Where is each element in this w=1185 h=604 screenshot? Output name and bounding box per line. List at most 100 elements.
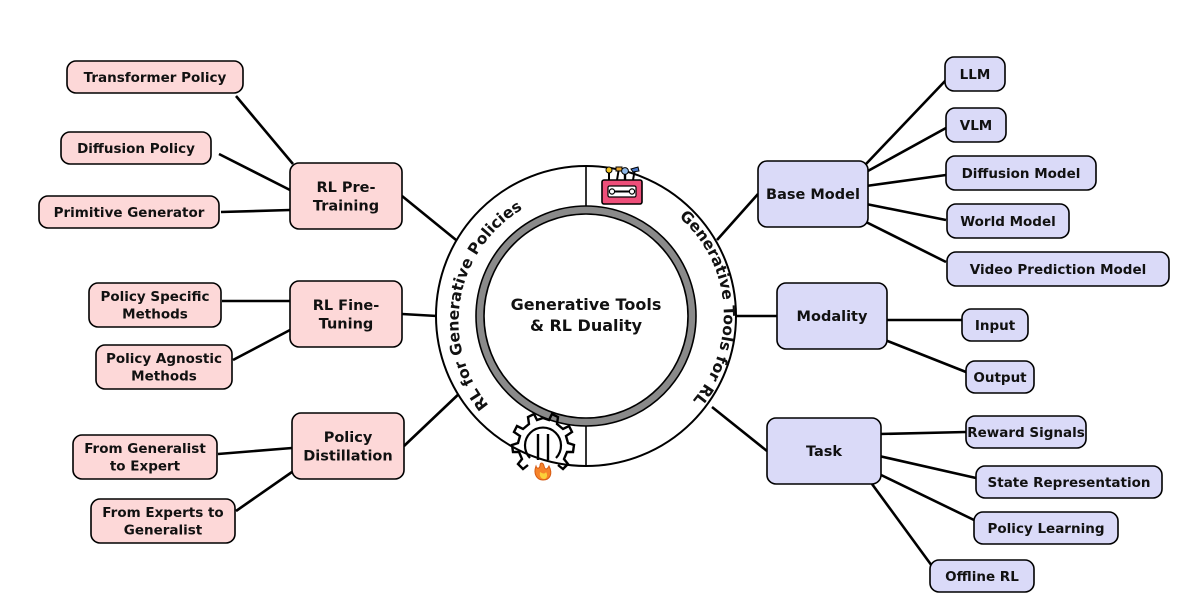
modality-label-line-1: Modality: [797, 309, 868, 325]
modality: Modality: [776, 282, 888, 350]
diffusion-model: Diffusion Model: [945, 155, 1097, 191]
vlm-box: [945, 107, 1007, 143]
output: Output: [965, 360, 1035, 394]
transformer-policy: Transformer Policy: [66, 60, 244, 94]
policy-specific-methods-box: [88, 282, 222, 328]
task: Task: [766, 417, 882, 485]
output-box: [965, 360, 1035, 394]
rl-finetuning-connector: [401, 312, 438, 318]
primitive-generator-box: [38, 195, 220, 229]
from-generalist-to-expert-box: [72, 434, 218, 480]
rl-finetuning-box: [289, 280, 403, 348]
center-title-line-2: & RL Duality: [530, 316, 643, 335]
diffusion-policy-box: [60, 131, 212, 165]
diffusion-model-box: [945, 155, 1097, 191]
primitive-generator-connector: [220, 208, 291, 214]
diffusion-model-label-line-1: Diffusion Model: [962, 166, 1081, 182]
rl-pretraining-connector: [401, 194, 462, 246]
rl-pretraining-label-line-1: RL Pre-: [316, 180, 375, 196]
offline-rl-label-line-1: Offline RL: [945, 569, 1019, 585]
offline-rl: Offline RL: [929, 559, 1035, 593]
rl-pretraining-box: [289, 162, 403, 230]
policy-agnostic-methods-label-line-1: Policy Agnostic: [106, 351, 222, 367]
video-prediction-model-box: [946, 251, 1170, 287]
offline-rl-connector: [870, 483, 934, 567]
transformer-policy-label-line-1: Transformer Policy: [84, 70, 227, 86]
inner-ring-inline: [483, 213, 689, 419]
policy-agnostic-methods-connector: [232, 328, 291, 362]
transformer-policy-box: [66, 60, 244, 94]
base-model-label-line-1: Base Model: [766, 187, 860, 203]
world-model: World Model: [946, 203, 1070, 239]
primitive-generator-label-line-1: Primitive Generator: [54, 205, 205, 221]
policy-specific-methods-label-line-1: Policy Specific: [100, 289, 209, 305]
from-experts-to-generalist-label-line-1: From Experts to: [102, 505, 223, 521]
video-prediction-model: Video Prediction Model: [946, 251, 1170, 287]
base-model: Base Model: [757, 160, 869, 228]
from-experts-to-generalist-label-line-2: Generalist: [124, 523, 203, 539]
diffusion-model-connector: [865, 173, 947, 188]
gear-flame-icon: [510, 412, 576, 481]
world-model-label-line-1: World Model: [960, 214, 1056, 230]
toolbox-icon: [601, 166, 643, 205]
modality-box: [776, 282, 888, 350]
policy-learning-box: [973, 511, 1119, 545]
task-box: [766, 417, 882, 485]
video-prediction-model-connector: [865, 220, 947, 264]
state-representation-connector: [878, 454, 977, 480]
from-generalist-to-expert-label-line-2: to Expert: [110, 459, 181, 475]
vlm-label-line-1: VLM: [960, 118, 992, 134]
rl-finetuning-label-line-2: Tuning: [319, 317, 374, 333]
diffusion-policy: Diffusion Policy: [60, 131, 212, 165]
connector-lines: [217, 79, 977, 567]
state-representation-box: [975, 465, 1163, 499]
vlm: VLM: [945, 107, 1007, 143]
diffusion-policy-connector: [218, 152, 291, 192]
input: Input: [961, 308, 1029, 342]
reward-signals-box: [965, 415, 1087, 449]
llm: LLM: [944, 56, 1006, 92]
llm-label-line-1: LLM: [960, 67, 991, 83]
state-representation-label-line-1: State Representation: [988, 475, 1151, 491]
output-connector: [884, 338, 967, 374]
reward-signals: Reward Signals: [965, 415, 1087, 449]
primitive-generator: Primitive Generator: [38, 195, 220, 229]
policy-distillation-label-line-2: Distillation: [303, 449, 392, 465]
policy-distillation-connector: [403, 389, 464, 447]
central-ring: Generative Tools & RL Duality RL for Gen…: [435, 165, 738, 467]
base-model-box: [757, 160, 869, 228]
vlm-connector: [865, 126, 947, 174]
llm-connector: [865, 79, 947, 165]
task-connector: [711, 405, 768, 453]
from-generalist-to-expert-connector: [217, 446, 293, 456]
policy-distillation-box: [291, 412, 405, 480]
reward-signals-connector: [878, 430, 967, 436]
policy-distillation-label-line-1: Policy: [324, 430, 373, 446]
diffusion-policy-label-line-1: Diffusion Policy: [77, 141, 195, 157]
policy-learning-label-line-1: Policy Learning: [988, 521, 1105, 537]
policy-learning: Policy Learning: [973, 511, 1119, 545]
inner-ring: [476, 206, 696, 426]
input-label-line-1: Input: [975, 318, 1016, 334]
input-box: [961, 308, 1029, 342]
base-model-connector: [716, 193, 759, 241]
world-model-connector: [865, 202, 947, 222]
policy-agnostic-methods-box: [95, 344, 233, 390]
from-experts-to-generalist-connector: [235, 470, 293, 513]
llm-box: [944, 56, 1006, 92]
policy-learning-connector: [878, 472, 975, 522]
center-title-line-1: Generative Tools: [511, 295, 662, 314]
rl-finetuning-label-line-1: RL Fine-: [313, 298, 380, 314]
rl-finetuning: RL Fine- Tuning: [289, 280, 403, 348]
from-experts-to-generalist-box: [90, 498, 236, 544]
world-model-box: [946, 203, 1070, 239]
rl-pretraining: RL Pre-Training: [289, 162, 403, 230]
video-prediction-model-label-line-1: Video Prediction Model: [970, 262, 1146, 278]
output-label-line-1: Output: [973, 370, 1027, 386]
policy-specific-methods-label-line-2: Methods: [122, 307, 188, 323]
reward-signals-label-line-1: Reward Signals: [967, 425, 1085, 441]
